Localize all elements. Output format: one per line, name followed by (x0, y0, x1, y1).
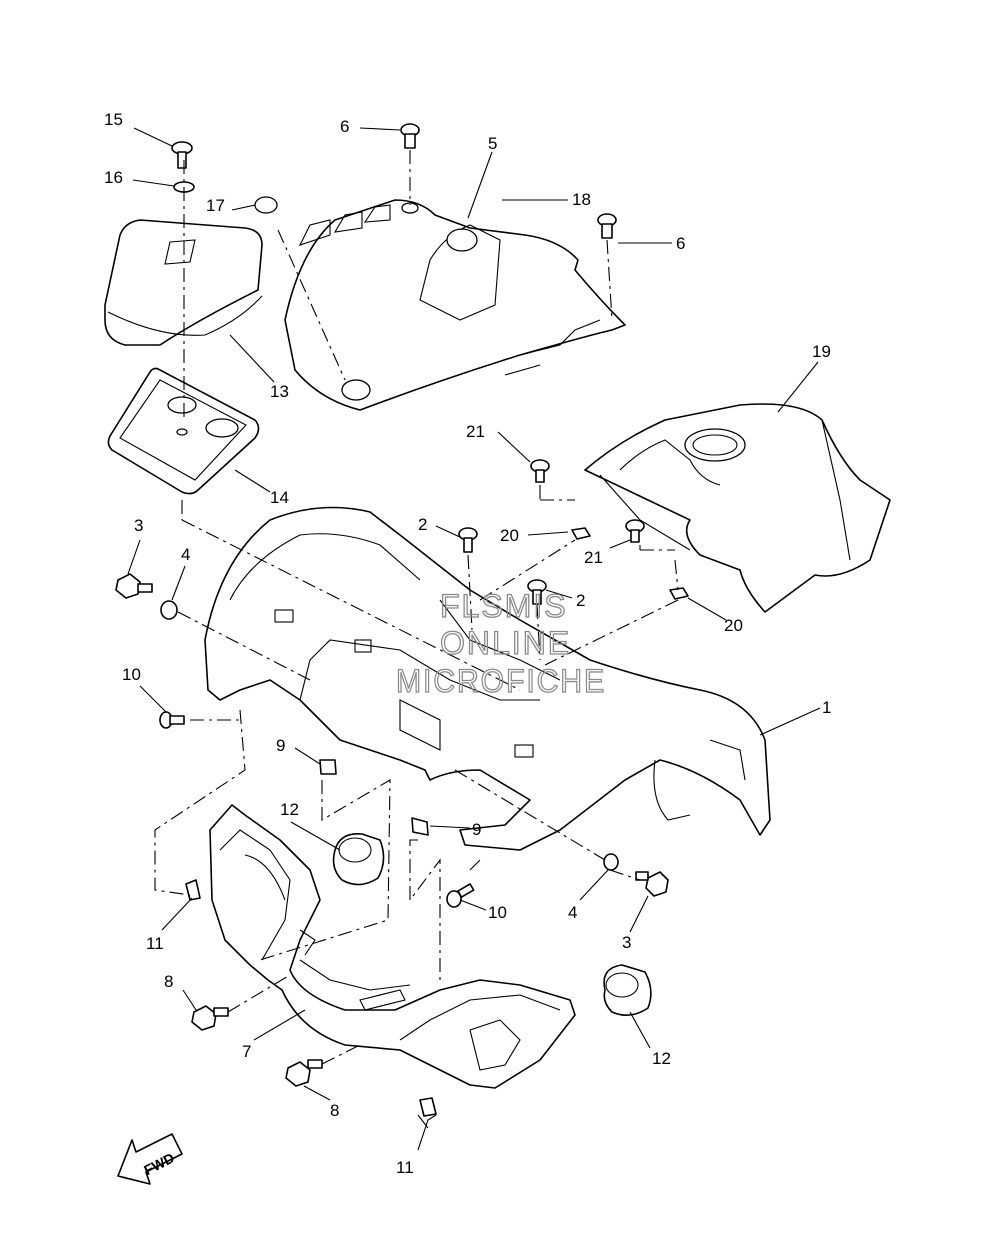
callout-2-left: 2 (418, 515, 427, 534)
clip-20-upper (571, 527, 591, 540)
screw-6-top (400, 123, 420, 149)
cap-17 (254, 196, 278, 214)
callouts: 15 16 17 6 5 18 6 13 14 19 21 20 21 20 2… (104, 110, 831, 1177)
callout-17: 17 (206, 196, 225, 215)
callout-11-lower: 11 (396, 1158, 414, 1177)
callout-8-upper: 8 (164, 972, 173, 991)
callout-12-right: 12 (652, 1049, 671, 1068)
callout-16: 16 (104, 168, 123, 187)
screw-6-right (597, 213, 617, 239)
callout-4-right: 4 (568, 903, 577, 922)
clip-11-lower (419, 1097, 437, 1117)
callout-21-upper: 21 (466, 422, 485, 441)
leader-lines (127, 127, 821, 1151)
clip-20-lower (669, 587, 689, 600)
watermark-line-2: ONLINE (440, 625, 571, 661)
callout-20-upper: 20 (500, 526, 519, 545)
callout-3-right: 3 (622, 933, 631, 952)
bolt-3-left (115, 573, 153, 599)
part-14-gasket (107, 367, 260, 495)
callout-11-upper: 11 (146, 934, 164, 953)
screw-15 (171, 141, 193, 169)
callout-5: 5 (488, 134, 497, 153)
screw-10-left (159, 711, 185, 729)
screw-10-right (446, 883, 475, 908)
screw-21-lower (625, 519, 645, 543)
grommet-12-left (332, 833, 385, 886)
callout-4-left: 4 (181, 545, 190, 564)
callout-10-right: 10 (488, 903, 507, 922)
part-7-front-guard (209, 804, 576, 1089)
clip-9-right (411, 817, 429, 836)
washer-4-right (603, 853, 619, 871)
callout-13: 13 (270, 382, 289, 401)
screw-2-right (527, 579, 547, 605)
screw-2-left (458, 527, 478, 553)
bolt-8-lower (285, 1059, 323, 1087)
part-5-front-panel (284, 199, 626, 411)
bolt-3-right (635, 871, 669, 897)
callout-20-lower: 20 (724, 616, 743, 635)
callout-6-right: 6 (676, 234, 685, 253)
callout-15: 15 (104, 110, 123, 129)
clip-9-left (319, 759, 337, 775)
callout-9-right: 9 (472, 820, 481, 839)
grommet-12-right (603, 964, 652, 1016)
alignment-lines (154, 150, 679, 1065)
part-1-front-fender (204, 506, 771, 851)
callout-18: 18 (572, 190, 591, 209)
screw-21-upper (530, 459, 550, 483)
callout-7: 7 (242, 1042, 251, 1061)
callout-9-left: 9 (276, 736, 285, 755)
clip-11-upper (185, 879, 201, 901)
bolt-8-upper (191, 1005, 229, 1031)
callout-14: 14 (270, 488, 289, 507)
callout-21-lower: 21 (584, 548, 603, 567)
watermark-line-3: MICROFICHE (396, 663, 606, 699)
callout-3-left: 3 (134, 516, 143, 535)
callout-8-lower: 8 (330, 1101, 339, 1120)
part-13-cover (104, 219, 263, 346)
callout-1: 1 (822, 698, 831, 717)
watermark-line-1: FLSMIS (440, 588, 568, 624)
watermark: FLSMIS ONLINE MICROFICHE (395, 587, 606, 699)
washer-4-left (160, 600, 178, 620)
part-19-tank-cover (584, 403, 891, 613)
callout-19: 19 (812, 342, 831, 361)
callout-2-right: 2 (576, 591, 585, 610)
callout-12-left: 12 (280, 800, 299, 819)
callout-6-top: 6 (340, 117, 349, 136)
callout-10-left: 10 (122, 665, 141, 684)
fwd-arrow-icon: FWD (117, 1133, 183, 1185)
